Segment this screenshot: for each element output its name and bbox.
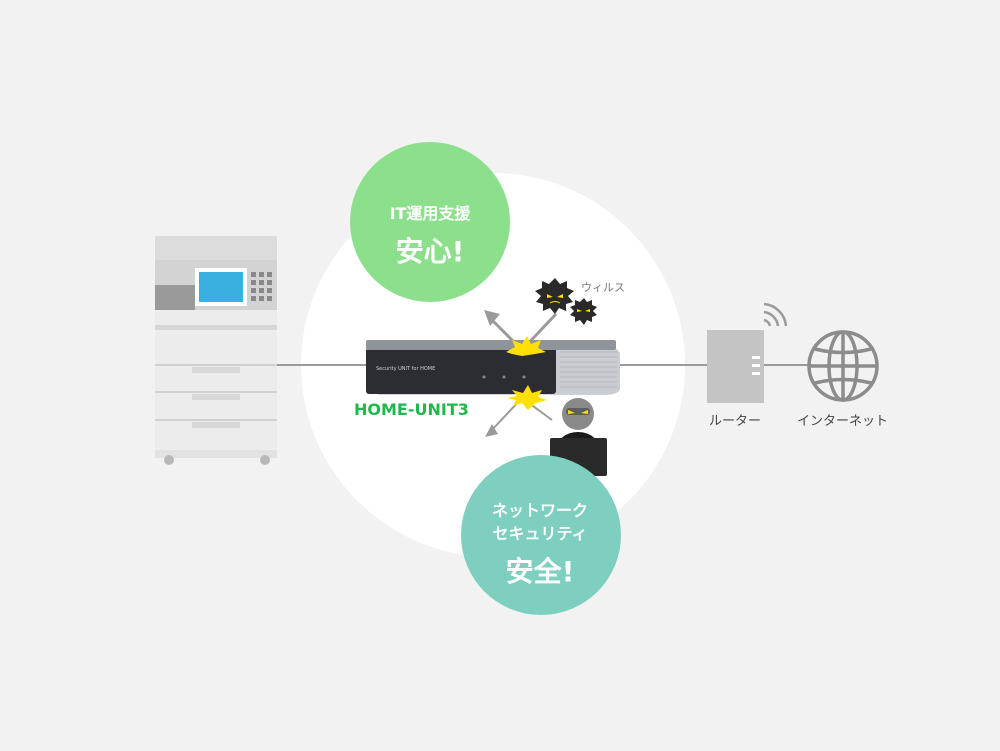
network-security-bubble: [461, 455, 621, 615]
impact-burst-icon: [506, 336, 546, 356]
wifi-icon: [763, 302, 788, 327]
network-security-tagline: 安全!: [505, 555, 575, 588]
globe-icon: [807, 330, 879, 402]
router-label: ルーター: [709, 414, 762, 429]
device-label: Security UNIT for HOME: [376, 366, 435, 372]
impact-burst-icon: [507, 385, 547, 410]
security-unit-device: Security UNIT for HOME: [366, 340, 620, 395]
product-name: HOME-UNIT3: [354, 400, 469, 419]
internet-label: インターネット: [797, 414, 889, 429]
network-security-title-line1: ネットワーク: [491, 501, 588, 520]
printer-icon: [155, 236, 277, 465]
it-support-title: IT運用支援: [389, 204, 471, 223]
it-support-tagline: 安心!: [395, 235, 465, 268]
router-icon: [707, 330, 764, 403]
virus-icon: [570, 298, 597, 325]
network-security-title-line2: セキュリティ: [492, 524, 588, 543]
it-support-bubble: [350, 142, 510, 302]
virus-icon: [535, 278, 574, 314]
virus-label: ウィルス: [581, 281, 625, 294]
